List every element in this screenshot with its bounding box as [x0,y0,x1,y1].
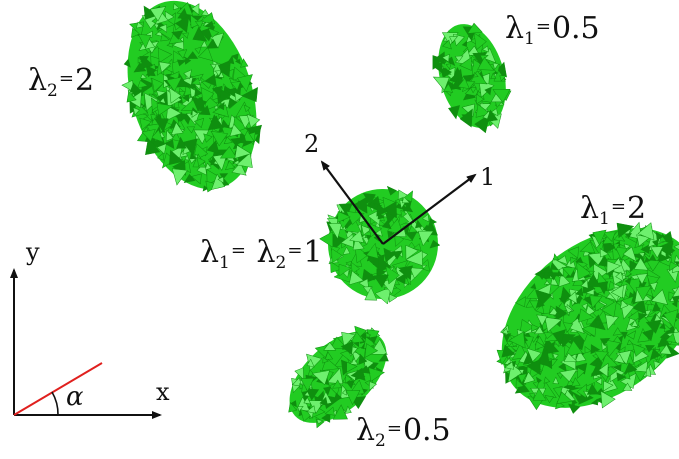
blob-large-right [496,221,679,414]
lambda-symbol: λ [28,63,48,98]
blob-center-sphere [319,185,441,305]
principal-axis-1-label: 1 [480,163,496,191]
equals-sign: = [58,68,74,89]
lambda-value: 0.5 [551,11,600,46]
lambda-subscript: 2 [375,431,386,451]
equals-sign-a: = [230,240,246,261]
principal-axis-2-label: 2 [304,130,320,158]
lambda-symbol: λ [505,11,525,46]
angle-arc [51,391,59,416]
label-lambda1-equals-2: λ1=2 [580,194,646,228]
blob-small-bottom [288,325,389,429]
lambda-subscript: 2 [47,81,58,101]
lambda-symbol: λ [356,413,376,448]
angle-alpha-label: α [66,382,84,412]
principal-axis-1-arrow [382,173,477,245]
blob-large-top-left [121,0,262,193]
lambda-symbol: λ [580,191,600,226]
lambda-value: 1 [303,235,323,270]
equals-sign-b: = [287,240,303,261]
label-lambda2-equals-0-5: λ2=0.5 [356,416,451,450]
label-lambda1-lambda2-equals-1: λ1= λ2=1 [200,238,323,272]
lambda-subscript-a: 1 [219,253,230,273]
equals-sign: = [535,16,551,37]
x-axis-label: x [156,378,170,406]
lambda-subscript-b: 2 [275,253,287,273]
label-lambda2-equals-2: λ2=2 [28,66,94,100]
lambda-value: 2 [626,191,647,226]
label-lambda1-equals-0-5: λ1=0.5 [505,14,600,48]
equals-sign: = [386,418,402,439]
lambda-value: 2 [74,63,95,98]
lambda-subscript: 1 [599,209,610,229]
lambda-symbol-b: λ [256,235,276,270]
y-axis-label: y [26,238,40,266]
equals-sign: = [610,196,626,217]
lambda-subscript: 1 [524,29,535,49]
blob-small-top-right [432,22,512,134]
lambda-value: 0.5 [402,413,451,448]
angle-line [13,362,103,416]
principal-axis-2-arrow [320,160,384,245]
lambda-symbol-a: λ [200,235,220,270]
